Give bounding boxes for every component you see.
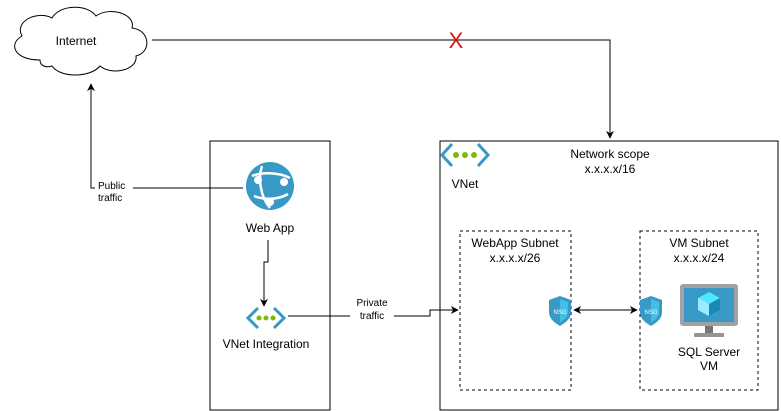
internet-cloud: Internet	[14, 6, 148, 76]
sql-server-label-1: SQL Server	[678, 345, 740, 359]
public-traffic-label-bg	[95, 180, 133, 204]
vnet-container	[439, 140, 779, 411]
public-traffic-label-2: traffic	[98, 193, 122, 204]
network-scope-cidr: x.x.x.x/16	[585, 162, 636, 176]
vnet-integration-label: VNet Integration	[223, 337, 310, 351]
vm-subnet-cidr: x.x.x.x/24	[674, 251, 725, 265]
public-traffic-label-1: Public	[98, 181, 125, 192]
app-service-container	[209, 140, 331, 411]
web-app-icon	[246, 162, 294, 210]
webapp-subnet-cidr: x.x.x.x/26	[490, 251, 541, 265]
private-traffic-label-bg	[350, 296, 394, 322]
webapp-subnet-container	[459, 230, 572, 391]
sql-server-label-2: VM	[700, 359, 718, 373]
vnet-icon	[439, 142, 491, 168]
web-app-label: Web App	[246, 221, 295, 235]
blocked-x-marker: X	[449, 28, 464, 53]
webapp-subnet-nsg-icon: NSG	[549, 296, 571, 326]
webapp-nsg-label: NSG	[553, 310, 566, 316]
internet-to-vnet-connector	[152, 39, 614, 139]
public-traffic-connector	[87, 83, 243, 189]
vnet-integration-icon	[245, 306, 287, 330]
private-traffic-label-1: Private	[356, 298, 388, 309]
vnet-label: VNet	[452, 177, 479, 191]
vm-subnet-nsg-icon: NSG	[640, 296, 662, 326]
vm-subnet-title: VM Subnet	[669, 236, 729, 250]
webapp-subnet-title: WebApp Subnet	[471, 236, 559, 250]
webapp-to-integration-connector	[260, 240, 269, 307]
private-traffic-label-2: traffic	[360, 311, 384, 322]
sql-server-vm-icon	[680, 284, 738, 337]
vm-nsg-label: NSG	[644, 310, 657, 316]
network-scope-title: Network scope	[570, 147, 650, 161]
internet-label: Internet	[56, 34, 97, 48]
